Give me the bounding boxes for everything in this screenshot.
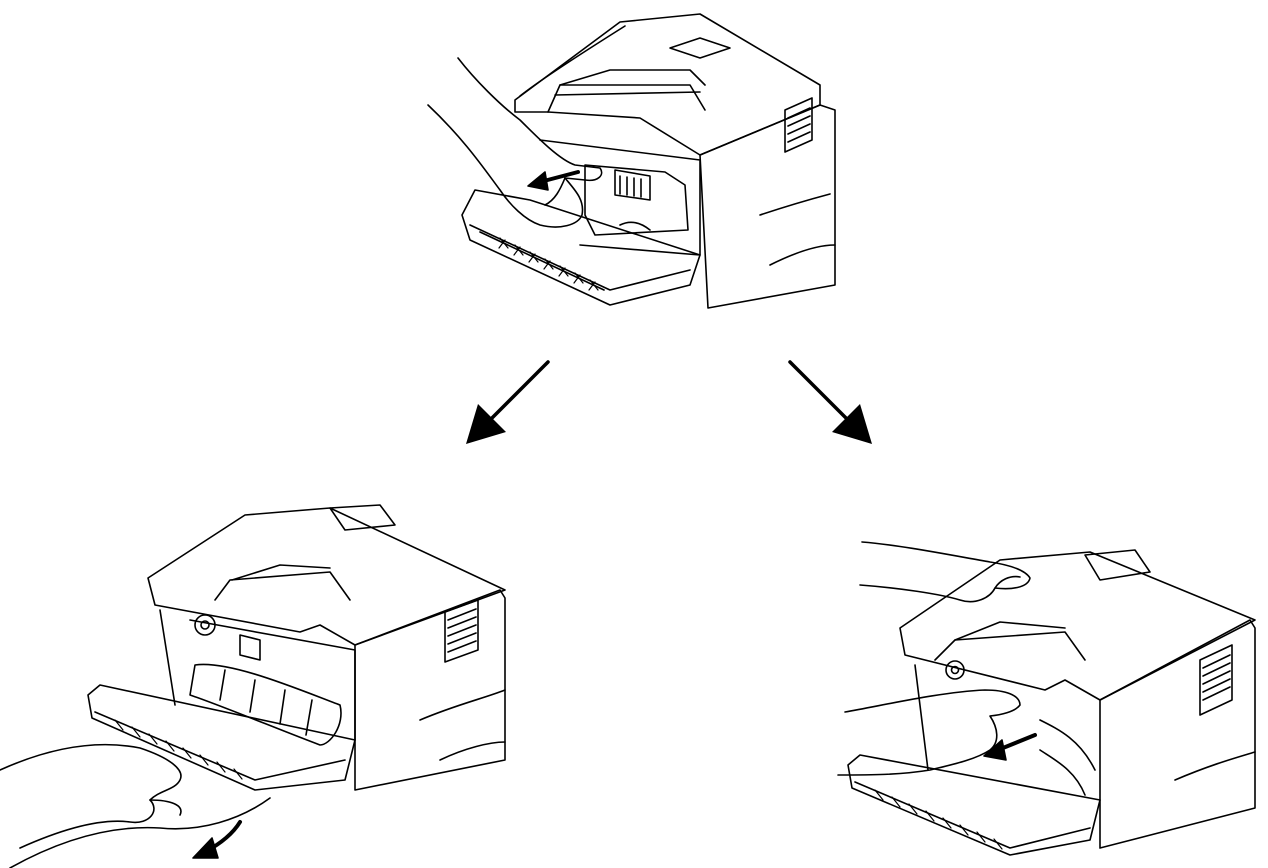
- printer-right-top-cover: [899, 551, 1256, 701]
- printer-right-body: [1099, 619, 1256, 849]
- printer-left-display-icon: [329, 504, 396, 531]
- printer-left-vent-icon: [444, 599, 479, 663]
- printer-top-output-tray: [559, 69, 706, 86]
- printer-top-display-icon: [669, 37, 731, 59]
- printer-right-front-cover: [847, 754, 1101, 856]
- flow-arrow-left: [466, 360, 550, 444]
- hand-bottom-right-lower: [837, 689, 1021, 776]
- printer-left-output-tray: [231, 564, 331, 581]
- printer-top-vent-icon: [784, 97, 813, 153]
- printer-top: [427, 13, 836, 309]
- printer-top-front-cover: [461, 189, 701, 306]
- printer-top-body: [699, 104, 836, 309]
- printer-left-front-cover: [87, 684, 356, 791]
- hand-bottom-left: [0, 743, 182, 849]
- hand-bottom-right-upper: [859, 541, 1031, 603]
- flow-arrow-right: [788, 360, 872, 444]
- printer-top-top-cover: [514, 13, 821, 156]
- printer-right-display-icon: [1084, 549, 1151, 581]
- printer-bottom-right: [837, 541, 1256, 856]
- printer-left-body: [354, 589, 506, 791]
- drum-unit: [584, 164, 689, 236]
- paper-roller: [189, 663, 342, 746]
- printer-right-output-tray: [954, 621, 1066, 641]
- hand-top: [427, 57, 603, 228]
- printer-bottom-left: [0, 504, 506, 868]
- printer-right-vent-icon: [1199, 644, 1233, 716]
- printer-left-top-cover: [147, 507, 506, 646]
